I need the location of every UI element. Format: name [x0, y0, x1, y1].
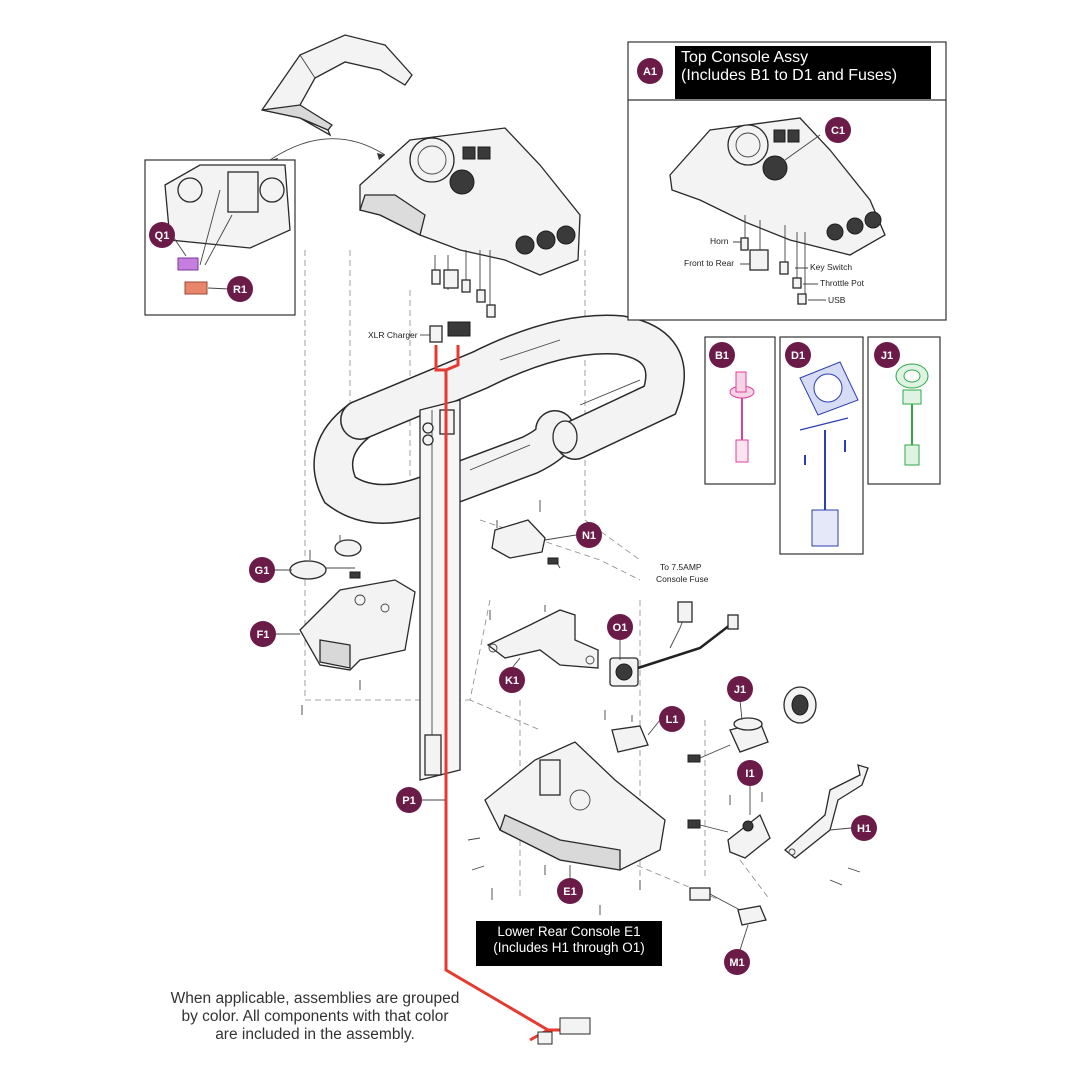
callout-g1: G1 [249, 557, 275, 583]
leader-lines [173, 237, 852, 951]
lower-console-title-line1: Lower Rear Console E1 [497, 924, 641, 939]
callout-n1: N1 [576, 522, 602, 548]
svg-text:L1: L1 [666, 714, 679, 726]
key-switch-label: Key Switch [810, 262, 852, 272]
p1-harness-branch [445, 345, 460, 372]
callout-o1: O1 [607, 614, 633, 640]
f1-lower-front-console [299, 579, 416, 715]
callout-f1: F1 [250, 621, 276, 647]
callout-h1: H1 [851, 815, 877, 841]
i1-throttle-pot [687, 792, 771, 859]
r1-connector [184, 281, 208, 295]
g1-horn-speaker [289, 535, 362, 580]
svg-text:O1: O1 [613, 622, 628, 634]
svg-text:J1: J1 [881, 350, 893, 362]
lower-console-title-line2: (Includes H1 through O1) [493, 939, 645, 955]
svg-text:E1: E1 [563, 886, 576, 898]
top-console-assy-title: Top Console Assy (Includes B1 to D1 and … [675, 46, 931, 99]
callout-k1: K1 [499, 667, 525, 693]
svg-text:A1: A1 [643, 66, 657, 78]
usb-label: USB [828, 295, 846, 305]
top-console-title-line1: Top Console Assy [681, 49, 809, 66]
svg-text:J1: J1 [734, 684, 746, 696]
d1-inset [779, 336, 864, 555]
svg-text:C1: C1 [831, 125, 845, 137]
q1-connector [177, 257, 199, 271]
callout-p1: P1 [396, 787, 422, 813]
callout-j1: J1 [727, 676, 753, 702]
svg-text:B1: B1 [715, 350, 729, 362]
fuse-label-line2: Console Fuse [656, 574, 709, 584]
svg-text:K1: K1 [505, 675, 519, 687]
callout-b1: B1 [709, 342, 735, 368]
callout-d1: D1 [785, 342, 811, 368]
color-grouping-footnote: When applicable, assemblies are grouped … [130, 990, 500, 1043]
throttle-pot-label: Throttle Pot [820, 278, 865, 288]
callout-c1: C1 [825, 117, 851, 143]
footnote-line1: When applicable, assemblies are grouped [170, 990, 460, 1007]
callout-i1: I1 [737, 760, 763, 786]
o1-charger-port [609, 601, 739, 687]
svg-text:F1: F1 [257, 629, 270, 641]
front-to-rear-label: Front to Rear [684, 258, 734, 268]
xlr-charger-label: XLR Charger [368, 330, 418, 340]
svg-text:H1: H1 [857, 823, 871, 835]
horn-label: Horn [710, 236, 729, 246]
tiller-column [419, 399, 461, 781]
j1-lower-assembly [687, 686, 817, 763]
callout-e1: E1 [557, 878, 583, 904]
footnote-line2: by color. All components with that color [181, 1007, 449, 1025]
svg-text:G1: G1 [255, 565, 270, 577]
svg-text:Q1: Q1 [155, 230, 170, 242]
callout-l1: L1 [659, 706, 685, 732]
top-console-title-line2: (Includes B1 to D1 and Fuses) [681, 67, 898, 85]
svg-text:P1: P1 [402, 795, 415, 807]
callout-r1: R1 [227, 276, 253, 302]
j1-inset [867, 336, 941, 485]
m1-connector [689, 887, 767, 926]
xlr-charger-connector: XLR Charger [368, 321, 471, 343]
top-console-main [359, 127, 581, 318]
callout-q1: Q1 [149, 222, 175, 248]
p1-harness-wire [434, 345, 560, 1032]
fuse-label: To 7.5AMP Console Fuse [656, 562, 709, 584]
footnote-line3: are included in the assembly. [215, 1025, 415, 1043]
p1-harness-plug [559, 1017, 591, 1035]
lower-rear-console-title: Lower Rear Console E1 (Includes H1 throu… [476, 921, 662, 966]
svg-text:D1: D1 [791, 350, 805, 362]
callout-j1-inset: J1 [874, 342, 900, 368]
swap-arrow [269, 138, 386, 161]
svg-text:R1: R1 [233, 284, 247, 296]
callout-m1: M1 [724, 949, 750, 975]
k1-mounting-plate [486, 605, 599, 669]
svg-text:M1: M1 [729, 957, 744, 969]
h1-throttle-lever [783, 764, 869, 886]
l1-switch-block [604, 710, 649, 753]
n1-sensor-bracket [491, 500, 561, 569]
svg-text:N1: N1 [582, 530, 596, 542]
front-shroud [260, 34, 413, 137]
svg-text:I1: I1 [745, 768, 754, 780]
e1-lower-rear-console [467, 741, 666, 915]
callout-a1: A1 [637, 58, 663, 84]
fuse-label-line1: To 7.5AMP [660, 562, 702, 572]
handlebar-loop [313, 314, 685, 524]
